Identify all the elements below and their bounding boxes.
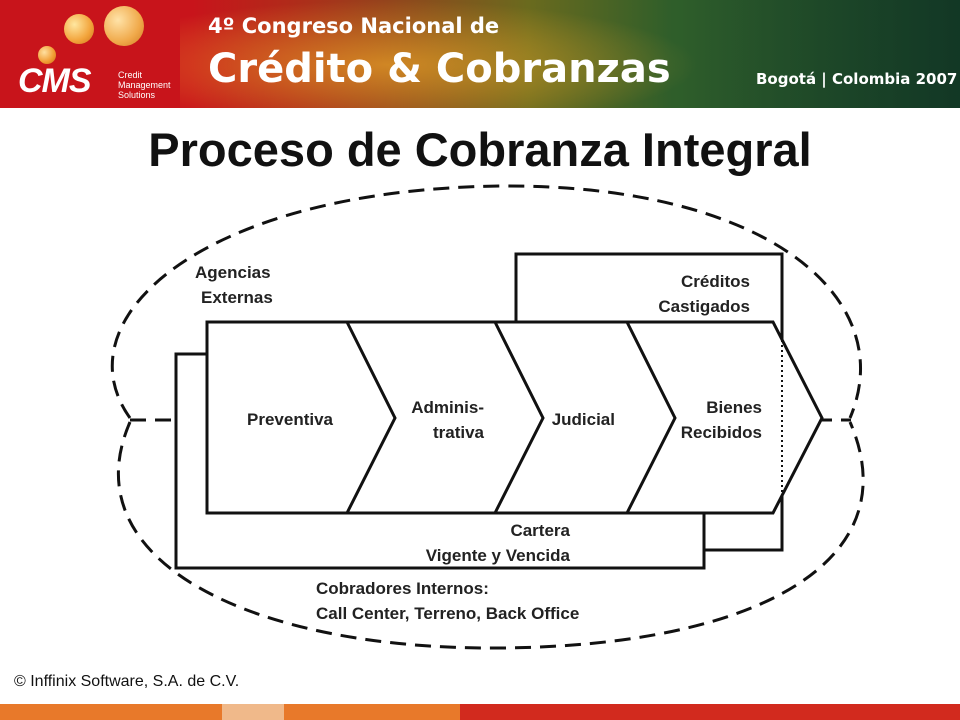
lower-dashed-ellipse: [116, 421, 865, 650]
stage-bienes-recibidos: Bienes: [706, 398, 762, 417]
logo-subtitle-line: Management: [118, 80, 171, 90]
stage-judicial: Judicial: [552, 410, 615, 429]
bar-segment: [222, 704, 284, 720]
banner-glow: [180, 0, 700, 108]
agencias-label: Agencias: [195, 263, 271, 282]
bar-segment: [284, 704, 460, 720]
cartera-label: Vigente y Vencida: [426, 546, 571, 565]
bar-segment: [0, 704, 222, 720]
footer-color-bar: [0, 704, 960, 720]
stage-preventiva: Preventiva: [247, 410, 334, 429]
cartera-label: Cartera: [510, 521, 570, 540]
cobradores-label: Cobradores Internos:: [316, 579, 489, 598]
stage-bienes-recibidos: Recibidos: [681, 423, 762, 442]
stage-divider: [345, 321, 397, 514]
stage-band: [205, 320, 824, 515]
banner-shade: [680, 0, 960, 108]
header-banner: CMS Credit Management Solutions 4º Congr…: [0, 0, 960, 108]
bar-segment: [730, 704, 960, 720]
logo-subtitle-line: Credit: [118, 70, 143, 80]
agencias-label: Externas: [201, 288, 273, 307]
upper-dashed-ellipse: [110, 184, 862, 419]
creditos-label: Castigados: [658, 297, 750, 316]
creditos-label: Créditos: [681, 272, 750, 291]
stage-administrativa: trativa: [433, 423, 485, 442]
event-brand: Crédito & Cobranzas: [208, 46, 671, 92]
stage-divider: [493, 321, 545, 514]
logo-ball-icon: [64, 14, 94, 44]
logo-subtitle: Credit Management Solutions: [118, 70, 188, 100]
cobradores-label: Call Center, Terreno, Back Office: [316, 604, 579, 623]
logo-ball-icon: [38, 46, 56, 64]
bar-segment: [460, 704, 730, 720]
congress-heading: 4º Congreso Nacional de: [208, 14, 500, 38]
logo-subtitle-line: Solutions: [118, 90, 156, 100]
event-location: Bogotá | Colombia 2007: [756, 70, 958, 88]
stage-administrativa: Adminis-: [411, 398, 484, 417]
cms-logo: CMS: [18, 62, 92, 100]
logo-ball-icon: [104, 6, 144, 46]
stage-divider: [625, 321, 677, 514]
copyright-footer: © Inffinix Software, S.A. de C.V.: [14, 673, 240, 690]
page-title: Proceso de Cobranza Integral: [148, 123, 812, 176]
